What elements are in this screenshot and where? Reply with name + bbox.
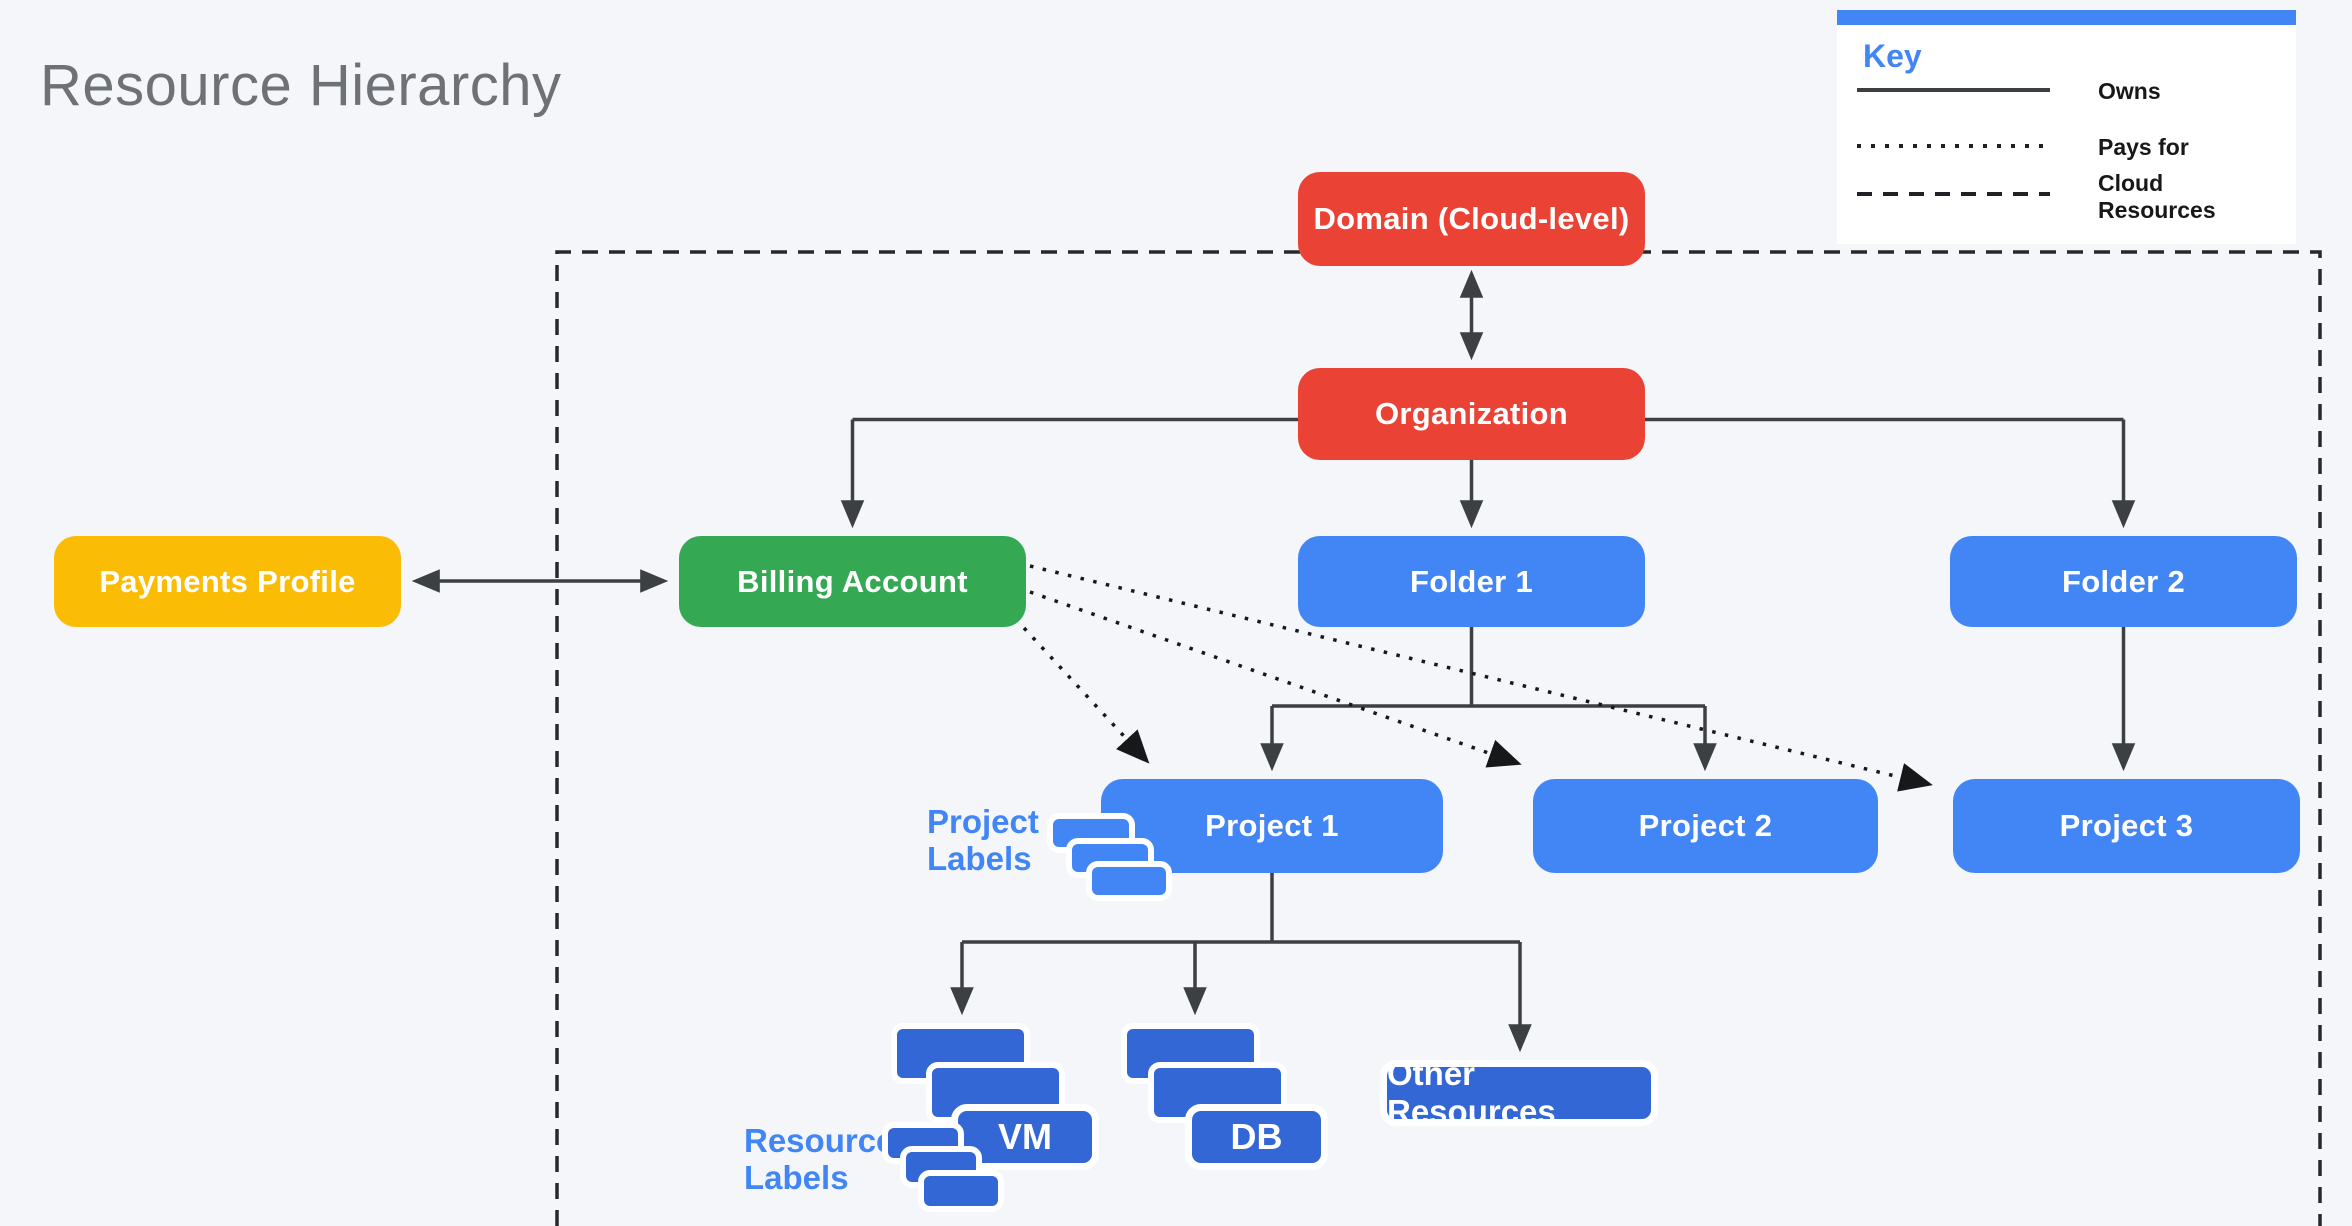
project-labels-caption: Project Labels [927,803,1039,877]
node-folder-2: Folder 2 [1950,536,2297,627]
key-panel: Key Owns Pays for Cloud Resources [1837,10,2296,244]
node-folder-1: Folder 1 [1298,536,1645,627]
key-sample-line-cloud-resources [1857,192,2050,196]
node-organization: Organization [1298,368,1645,460]
node-db: DB [1185,1104,1328,1170]
key-topbar [1837,10,2296,25]
key-sample-line-pays-for [1857,144,2050,148]
edge-billing-project2-paysfor [1029,590,1522,768]
node-project-1: Project 1 [1101,779,1443,873]
key-label-owns: Owns [2098,78,2161,104]
node-domain: Domain (Cloud-level) [1298,172,1645,266]
cloud-resources-boundary [555,250,2322,1226]
node-payments-profile: Payments Profile [54,536,401,627]
key-label-pays-for: Pays for [2098,134,2189,160]
node-billing-account: Billing Account [679,536,1026,627]
label-chip [1086,861,1172,901]
key-title: Key [1863,38,1922,74]
node-project-3: Project 3 [1953,779,2300,873]
edge-billing-project1-paysfor [1022,626,1150,764]
page-title: Resource Hierarchy [40,53,562,118]
node-project-2: Project 2 [1533,779,1878,873]
edge-folder1-branch [1272,627,1705,708]
key-sample-line-owns [1857,88,2050,92]
edge-project1-branch [962,873,1520,944]
resource-labels-caption: Resource Labels [744,1122,895,1196]
node-other-resources: Other Resources [1380,1055,1658,1130]
key-label-cloud-resources: Cloud Resources [2098,170,2216,223]
edge-billing-project3-paysfor [1029,564,1933,792]
label-chip [918,1170,1004,1212]
